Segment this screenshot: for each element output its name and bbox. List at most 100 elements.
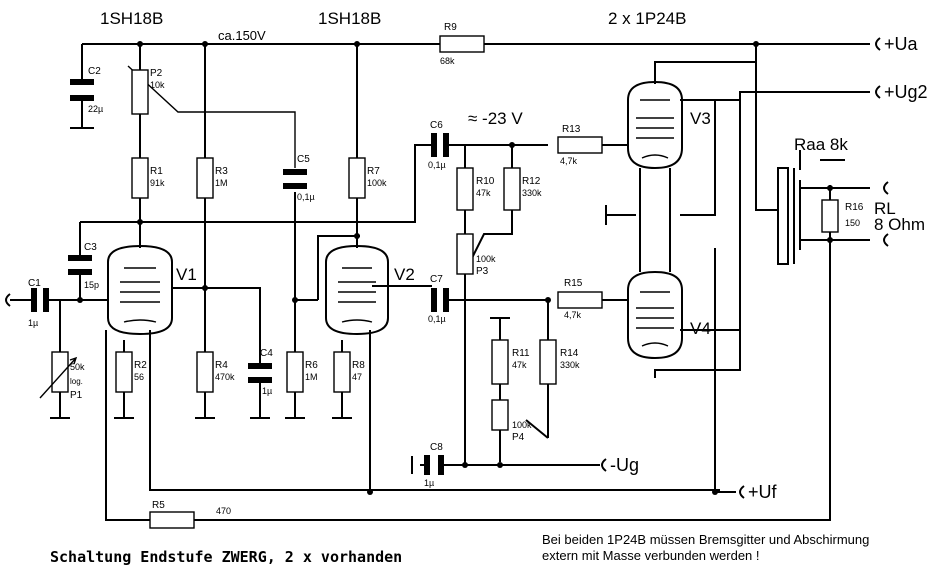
resistor-r6 <box>286 351 304 393</box>
svg-text:P1: P1 <box>70 390 83 401</box>
wiring <box>10 43 870 521</box>
terminal-ug-label: -Ug <box>610 455 639 475</box>
svg-text:R5: R5 <box>152 500 165 511</box>
svg-text:R9: R9 <box>444 22 457 33</box>
svg-text:1M: 1M <box>305 372 318 382</box>
resistor-r15 <box>557 291 603 309</box>
svg-text:100k: 100k <box>476 254 496 264</box>
capacitor-c4 <box>248 363 272 383</box>
tube-v2 <box>325 244 389 336</box>
resistor-r16 <box>821 199 839 233</box>
capacitor-c2 <box>70 79 94 101</box>
svg-text:R12: R12 <box>522 176 541 187</box>
svg-text:22µ: 22µ <box>88 104 103 114</box>
svg-text:330k: 330k <box>560 360 580 370</box>
svg-text:C6: C6 <box>430 120 443 131</box>
svg-text:1µ: 1µ <box>262 386 272 396</box>
svg-text:R2: R2 <box>134 360 147 371</box>
svg-text:150: 150 <box>845 218 860 228</box>
svg-text:4,7k: 4,7k <box>564 310 582 320</box>
raa-label: Raa 8k <box>794 135 848 154</box>
schematic-title: Schaltung Endstufe ZWERG, 2 x vorhanden <box>50 548 402 566</box>
junction-dots <box>77 41 833 495</box>
tube-label-v3: V3 <box>690 109 711 128</box>
svg-text:R8: R8 <box>352 360 365 371</box>
capacitor-c1 <box>31 288 49 312</box>
terminal-uf-label: +Uf <box>748 482 778 502</box>
tube-v1 <box>107 244 173 336</box>
svg-text:C2: C2 <box>88 66 101 77</box>
svg-text:1µ: 1µ <box>28 318 38 328</box>
svg-text:R15: R15 <box>564 278 583 289</box>
svg-text:R7: R7 <box>367 166 380 177</box>
svg-text:R3: R3 <box>215 166 228 177</box>
svg-text:R11: R11 <box>512 348 530 359</box>
svg-text:50k: 50k <box>70 362 85 372</box>
svg-text:C3: C3 <box>84 242 97 253</box>
svg-text:47k: 47k <box>512 360 527 370</box>
svg-text:330k: 330k <box>522 188 542 198</box>
svg-text:R4: R4 <box>215 360 228 371</box>
potentiometer-p3 <box>456 233 474 275</box>
svg-text:R14: R14 <box>560 348 579 359</box>
bias-voltage-label: ≈ -23 V <box>468 109 523 128</box>
component-labels: C2 22µ P2 10k R1 91k R3 1M C5 0,1µ R7 10… <box>28 22 864 516</box>
supply-voltage-label: ca.150V <box>218 28 266 43</box>
svg-text:1M: 1M <box>215 178 228 188</box>
svg-text:0,1µ: 0,1µ <box>428 314 446 324</box>
resistor-r13 <box>557 136 603 154</box>
svg-text:100k: 100k <box>367 178 387 188</box>
svg-text:R6: R6 <box>305 360 318 371</box>
terminal-ua-label: +Ua <box>884 34 919 54</box>
note-line-1: Bei beiden 1P24B müssen Bremsgitter und … <box>542 532 869 547</box>
svg-text:R10: R10 <box>476 176 495 187</box>
svg-text:47k: 47k <box>476 188 491 198</box>
rl-ohm-label: 8 Ohm <box>874 215 925 234</box>
tube-type-output: 2 x 1P24B <box>608 9 686 28</box>
rl-label: RL <box>874 199 896 218</box>
svg-text:68k: 68k <box>440 56 455 66</box>
resistor-r12 <box>503 167 521 211</box>
svg-text:R13: R13 <box>562 124 581 135</box>
resistor-r3 <box>196 157 214 199</box>
svg-text:log.: log. <box>70 377 83 386</box>
tube-type-v2: 1SH18B <box>318 9 381 28</box>
resistor-r10 <box>456 167 474 211</box>
svg-text:C8: C8 <box>430 442 443 453</box>
resistor-r8 <box>333 351 351 393</box>
svg-text:0,1µ: 0,1µ <box>428 160 446 170</box>
svg-text:91k: 91k <box>150 178 165 188</box>
svg-text:470: 470 <box>216 506 231 516</box>
resistor-r2 <box>115 351 133 393</box>
svg-text:47: 47 <box>352 372 362 382</box>
tube-label-v4: V4 <box>690 319 711 338</box>
resistor-r4 <box>196 351 214 393</box>
svg-text:C5: C5 <box>297 154 310 165</box>
resistor-r11 <box>491 339 509 385</box>
tube-v3 <box>627 80 683 170</box>
svg-text:15p: 15p <box>84 280 99 290</box>
svg-text:470k: 470k <box>215 372 235 382</box>
svg-text:R16: R16 <box>845 202 864 213</box>
capacitor-c8 <box>424 455 444 475</box>
resistor-r5 <box>149 511 195 529</box>
svg-text:P3: P3 <box>476 266 489 277</box>
tube-type-v1: 1SH18B <box>100 9 163 28</box>
svg-text:10k: 10k <box>150 80 165 90</box>
tube-v4 <box>627 270 683 360</box>
svg-text:56: 56 <box>134 372 144 382</box>
terminals <box>5 37 889 499</box>
capacitor-c3 <box>68 255 92 275</box>
svg-text:P2: P2 <box>150 68 163 79</box>
resistor-r7 <box>348 157 366 199</box>
resistors <box>39 35 839 529</box>
potentiometer-p4 <box>491 399 509 431</box>
svg-text:100k: 100k <box>512 420 532 430</box>
svg-text:1µ: 1µ <box>424 478 434 488</box>
svg-text:P4: P4 <box>512 432 525 443</box>
svg-text:4,7k: 4,7k <box>560 156 578 166</box>
capacitor-c7 <box>431 288 449 312</box>
svg-text:C7: C7 <box>430 274 443 285</box>
capacitor-c6 <box>431 133 449 157</box>
